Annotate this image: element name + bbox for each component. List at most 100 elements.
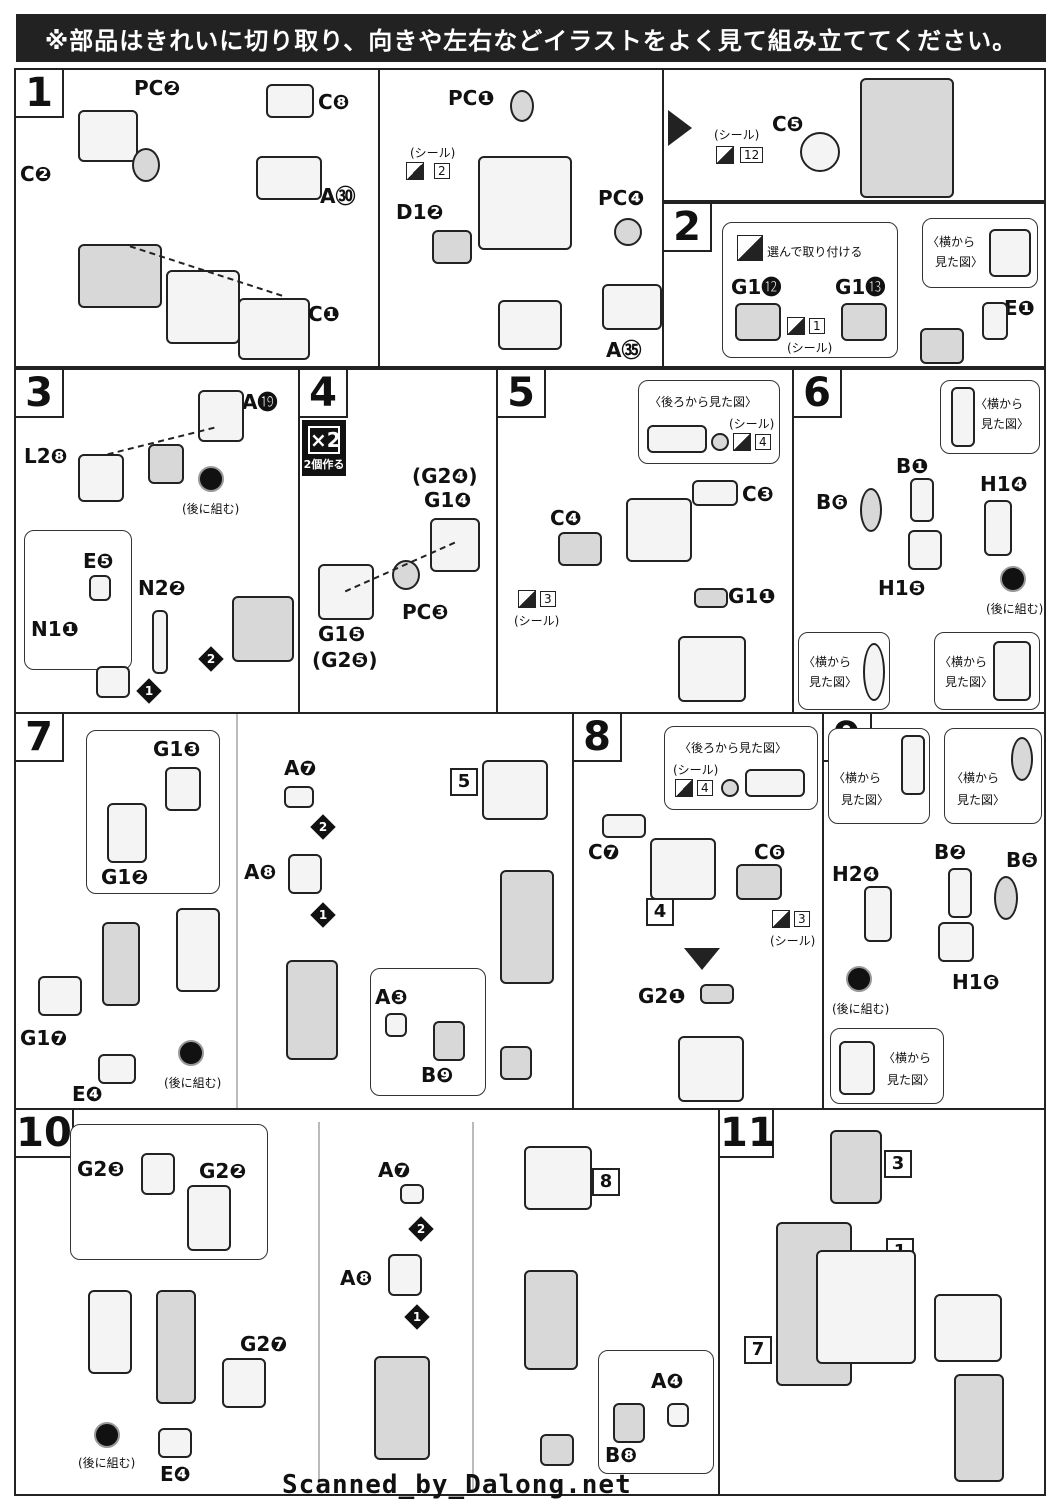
part-shape bbox=[938, 922, 974, 962]
attach-later-label: (後に組む) bbox=[78, 1456, 136, 1470]
part-shape bbox=[89, 575, 111, 601]
part-shape bbox=[176, 908, 220, 992]
part-label: E❹ bbox=[160, 1462, 191, 1486]
part-shape bbox=[816, 1250, 916, 1364]
part-label: B❶ bbox=[896, 454, 929, 478]
part-shape bbox=[678, 1036, 744, 1102]
side-view-label: 〈横から bbox=[927, 235, 976, 249]
part-shape bbox=[132, 148, 160, 182]
step-reference: 8 bbox=[592, 1168, 620, 1196]
sticker-icon bbox=[733, 433, 751, 451]
order-marker: 1 bbox=[404, 1304, 430, 1330]
sticker-label: (シール) bbox=[673, 763, 719, 777]
part-shape bbox=[98, 1054, 136, 1084]
part-label: H1❹ bbox=[980, 472, 1028, 496]
side-view-box: 〈横から 見た図〉 bbox=[934, 632, 1040, 710]
part-shape bbox=[141, 1153, 175, 1195]
side-view-box: 〈横から 見た図〉 bbox=[828, 728, 930, 824]
part-shape bbox=[478, 156, 572, 250]
part-shape bbox=[910, 478, 934, 522]
part-label: G1❷ bbox=[101, 865, 149, 889]
sticker-number: 12 bbox=[740, 147, 764, 163]
sticker-icon bbox=[716, 146, 734, 164]
part-shape bbox=[841, 303, 887, 341]
sticker-number: 1 bbox=[809, 318, 825, 334]
part-shape bbox=[286, 960, 338, 1060]
part-label: B❻ bbox=[816, 490, 849, 514]
part-label: E❺ bbox=[83, 549, 114, 573]
sticker-label: (シール) bbox=[729, 417, 775, 431]
part-label: E❹ bbox=[72, 1082, 103, 1106]
step-number: 1 bbox=[16, 70, 64, 118]
part-shape bbox=[989, 229, 1031, 277]
part-label: PC❶ bbox=[448, 86, 495, 110]
part-shape bbox=[800, 132, 840, 172]
detail-box: A❹ B❽ bbox=[598, 1350, 714, 1474]
side-view-label: 見た図〉 bbox=[945, 675, 994, 689]
part-shape bbox=[152, 610, 168, 674]
part-label: A❸ bbox=[375, 985, 408, 1009]
part-shape bbox=[500, 1046, 532, 1080]
scan-credit: Scanned_by_Dalong.net bbox=[282, 1470, 632, 1500]
part-shape bbox=[647, 425, 707, 453]
attach-later-label: (後に組む) bbox=[832, 1002, 890, 1016]
side-view-label: 〈横から bbox=[883, 1051, 932, 1065]
side-view-label: 〈横から bbox=[951, 771, 1000, 785]
back-view-box: 〈後ろから見た図〉 (シール) 4 bbox=[638, 380, 780, 464]
step-1-panel: 1 PC❷ C❷ C❽ A㉚ C❶ PC❶ (シール) 2 D1❷ PC❹ A㉟ bbox=[14, 68, 664, 368]
part-shape bbox=[482, 760, 548, 820]
side-view-box: 〈横から 見た図〉 bbox=[944, 728, 1042, 824]
part-label: A㉚ bbox=[320, 184, 356, 208]
side-view-box: 〈横から 見た図〉 bbox=[940, 380, 1040, 454]
attach-later-icon bbox=[94, 1422, 120, 1448]
order-marker: 2 bbox=[310, 814, 336, 840]
part-shape bbox=[984, 500, 1012, 556]
sticker-icon bbox=[772, 910, 790, 928]
part-shape bbox=[96, 666, 130, 698]
part-label: A❼ bbox=[284, 756, 317, 780]
side-view-label: 見た図〉 bbox=[809, 675, 858, 689]
sticker-label: (シール) bbox=[787, 341, 833, 355]
order-marker: 1 bbox=[136, 678, 162, 704]
part-shape bbox=[951, 387, 975, 447]
part-shape bbox=[165, 767, 201, 811]
part-label: D1❷ bbox=[396, 200, 444, 224]
part-label: C❶ bbox=[308, 302, 340, 326]
sticker-icon bbox=[787, 317, 805, 335]
sticker-number: 3 bbox=[540, 591, 556, 607]
part-label: A⓳ bbox=[242, 390, 278, 414]
part-shape bbox=[256, 156, 322, 200]
attach-later-icon bbox=[178, 1040, 204, 1066]
sticker-icon bbox=[675, 779, 693, 797]
step-number: 10 bbox=[16, 1110, 74, 1158]
attach-later-icon bbox=[846, 966, 872, 992]
part-shape bbox=[864, 886, 892, 942]
part-shape bbox=[78, 244, 162, 308]
step-9-panel: 9 〈横から 見た図〉 〈横から 見た図〉 B❷ B❺ H2❹ H1❻ (後に組… bbox=[822, 712, 1046, 1110]
part-label: B❾ bbox=[421, 1063, 454, 1087]
part-shape bbox=[430, 518, 480, 572]
part-shape bbox=[318, 564, 374, 620]
order-marker: 2 bbox=[198, 646, 224, 672]
choice-box: 選んで取り付ける G1⓬ G1⓭ 1 (シール) bbox=[722, 222, 898, 358]
part-shape bbox=[540, 1434, 574, 1466]
step-1-continued: (シール) 12 C❺ bbox=[662, 68, 1046, 202]
back-view-label: 〈後ろから見た図〉 bbox=[649, 395, 758, 409]
part-shape bbox=[613, 1403, 645, 1443]
part-shape bbox=[692, 480, 738, 506]
side-view-label: 見た図〉 bbox=[841, 793, 890, 807]
make-two-badge: ×2 2個作る bbox=[302, 420, 346, 476]
part-label: B❺ bbox=[1006, 848, 1039, 872]
part-shape bbox=[736, 864, 782, 900]
part-label: PC❹ bbox=[598, 186, 645, 210]
part-shape bbox=[102, 922, 140, 1006]
step-6-panel: 6 〈横から 見た図〉 B❶ H1❹ B❻ H1❺ (後に組む) 〈横から 見た… bbox=[792, 368, 1046, 714]
sticker-label: (シール) bbox=[770, 934, 816, 948]
part-shape bbox=[222, 1358, 266, 1408]
step-10-panel: 10 G2❸ G2❷ G2❼ (後に組む) E❹ A❼ 2 A❽ 1 8 A❹ … bbox=[14, 1108, 720, 1496]
step-number: 6 bbox=[794, 370, 842, 418]
part-shape bbox=[78, 454, 124, 502]
part-shape bbox=[88, 1290, 132, 1374]
step-number: 4 bbox=[300, 370, 348, 418]
step-reference: 5 bbox=[450, 768, 478, 796]
